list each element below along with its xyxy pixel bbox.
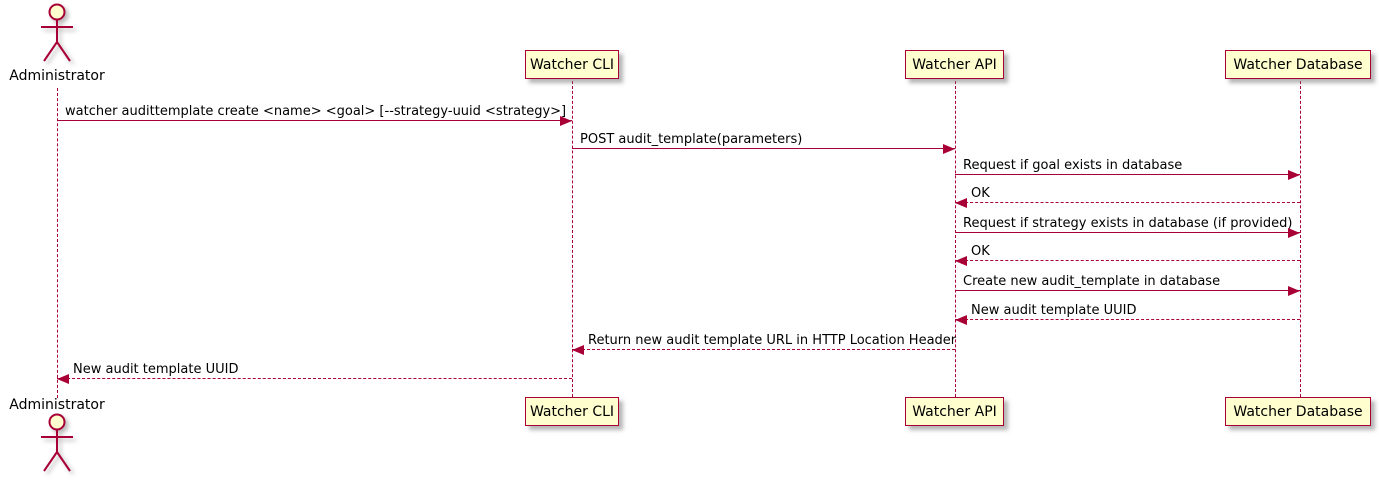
message-line <box>955 290 1300 291</box>
message-label: watcher audittemplate create <name> <goa… <box>65 104 567 119</box>
lifeline-watcher-cli <box>572 81 573 397</box>
actor-administrator-top <box>37 3 77 71</box>
participant-watcher-cli-top: Watcher CLI <box>525 50 619 79</box>
participant-watcher-api-bottom: Watcher API <box>905 397 1004 426</box>
arrowhead-left-icon <box>57 373 69 384</box>
message-label: Request if strategy exists in database (… <box>963 216 1293 231</box>
participant-watcher-database-bottom: Watcher Database <box>1225 397 1371 426</box>
arrowhead-left-icon <box>955 314 967 325</box>
lifeline-administrator <box>57 88 58 398</box>
message-line <box>955 319 1300 320</box>
message-ok-strategy: OK <box>955 244 1300 266</box>
actor-administrator-bottom <box>37 413 77 481</box>
message-line <box>57 120 572 121</box>
message-new-audit-template-uuid-admin: New audit template UUID <box>57 362 572 384</box>
message-line <box>955 174 1300 175</box>
actor-label-administrator-bottom: Administrator <box>9 397 105 413</box>
arrowhead-right-icon <box>1288 169 1300 180</box>
message-line <box>955 260 1300 261</box>
message-label: Request if goal exists in database <box>963 158 1183 173</box>
message-label: New audit template UUID <box>73 362 239 377</box>
arrowhead-right-icon <box>560 115 572 126</box>
message-line <box>572 349 955 350</box>
message-line <box>572 148 955 149</box>
message-label: New audit template UUID <box>971 303 1137 318</box>
message-line <box>57 378 572 379</box>
actor-icon <box>41 413 73 472</box>
participant-watcher-database-top: Watcher Database <box>1225 50 1371 79</box>
message-label: Create new audit_template in database <box>963 274 1221 289</box>
message-create-audittemplate: watcher audittemplate create <name> <goa… <box>57 104 572 126</box>
message-label: POST audit_template(parameters) <box>580 132 803 147</box>
arrowhead-right-icon <box>1288 227 1300 238</box>
message-ok-goal: OK <box>955 186 1300 208</box>
message-return-url-location-header: Return new audit template URL in HTTP Lo… <box>572 333 957 355</box>
message-post-audit-template: POST audit_template(parameters) <box>572 132 955 154</box>
message-label: Return new audit template URL in HTTP Lo… <box>588 333 957 348</box>
participant-watcher-cli-bottom: Watcher CLI <box>525 397 619 426</box>
message-line <box>955 202 1300 203</box>
message-request-strategy-exists: Request if strategy exists in database (… <box>955 216 1300 238</box>
message-line <box>955 232 1300 233</box>
message-request-goal-exists: Request if goal exists in database <box>955 158 1300 180</box>
participant-watcher-api-top: Watcher API <box>905 50 1004 79</box>
lifeline-watcher-api <box>955 81 956 397</box>
arrowhead-left-icon <box>572 344 584 355</box>
arrowhead-right-icon <box>1288 285 1300 296</box>
message-new-audit-template-uuid-db: New audit template UUID <box>955 303 1300 325</box>
arrowhead-left-icon <box>955 255 967 266</box>
actor-label-administrator-top: Administrator <box>9 68 105 84</box>
arrowhead-right-icon <box>943 143 955 154</box>
message-label: OK <box>971 186 990 201</box>
message-label: OK <box>971 244 990 259</box>
arrowhead-left-icon <box>955 197 967 208</box>
actor-icon <box>41 3 73 62</box>
lifeline-watcher-database <box>1300 81 1301 397</box>
message-create-audit-template-db: Create new audit_template in database <box>955 274 1300 296</box>
